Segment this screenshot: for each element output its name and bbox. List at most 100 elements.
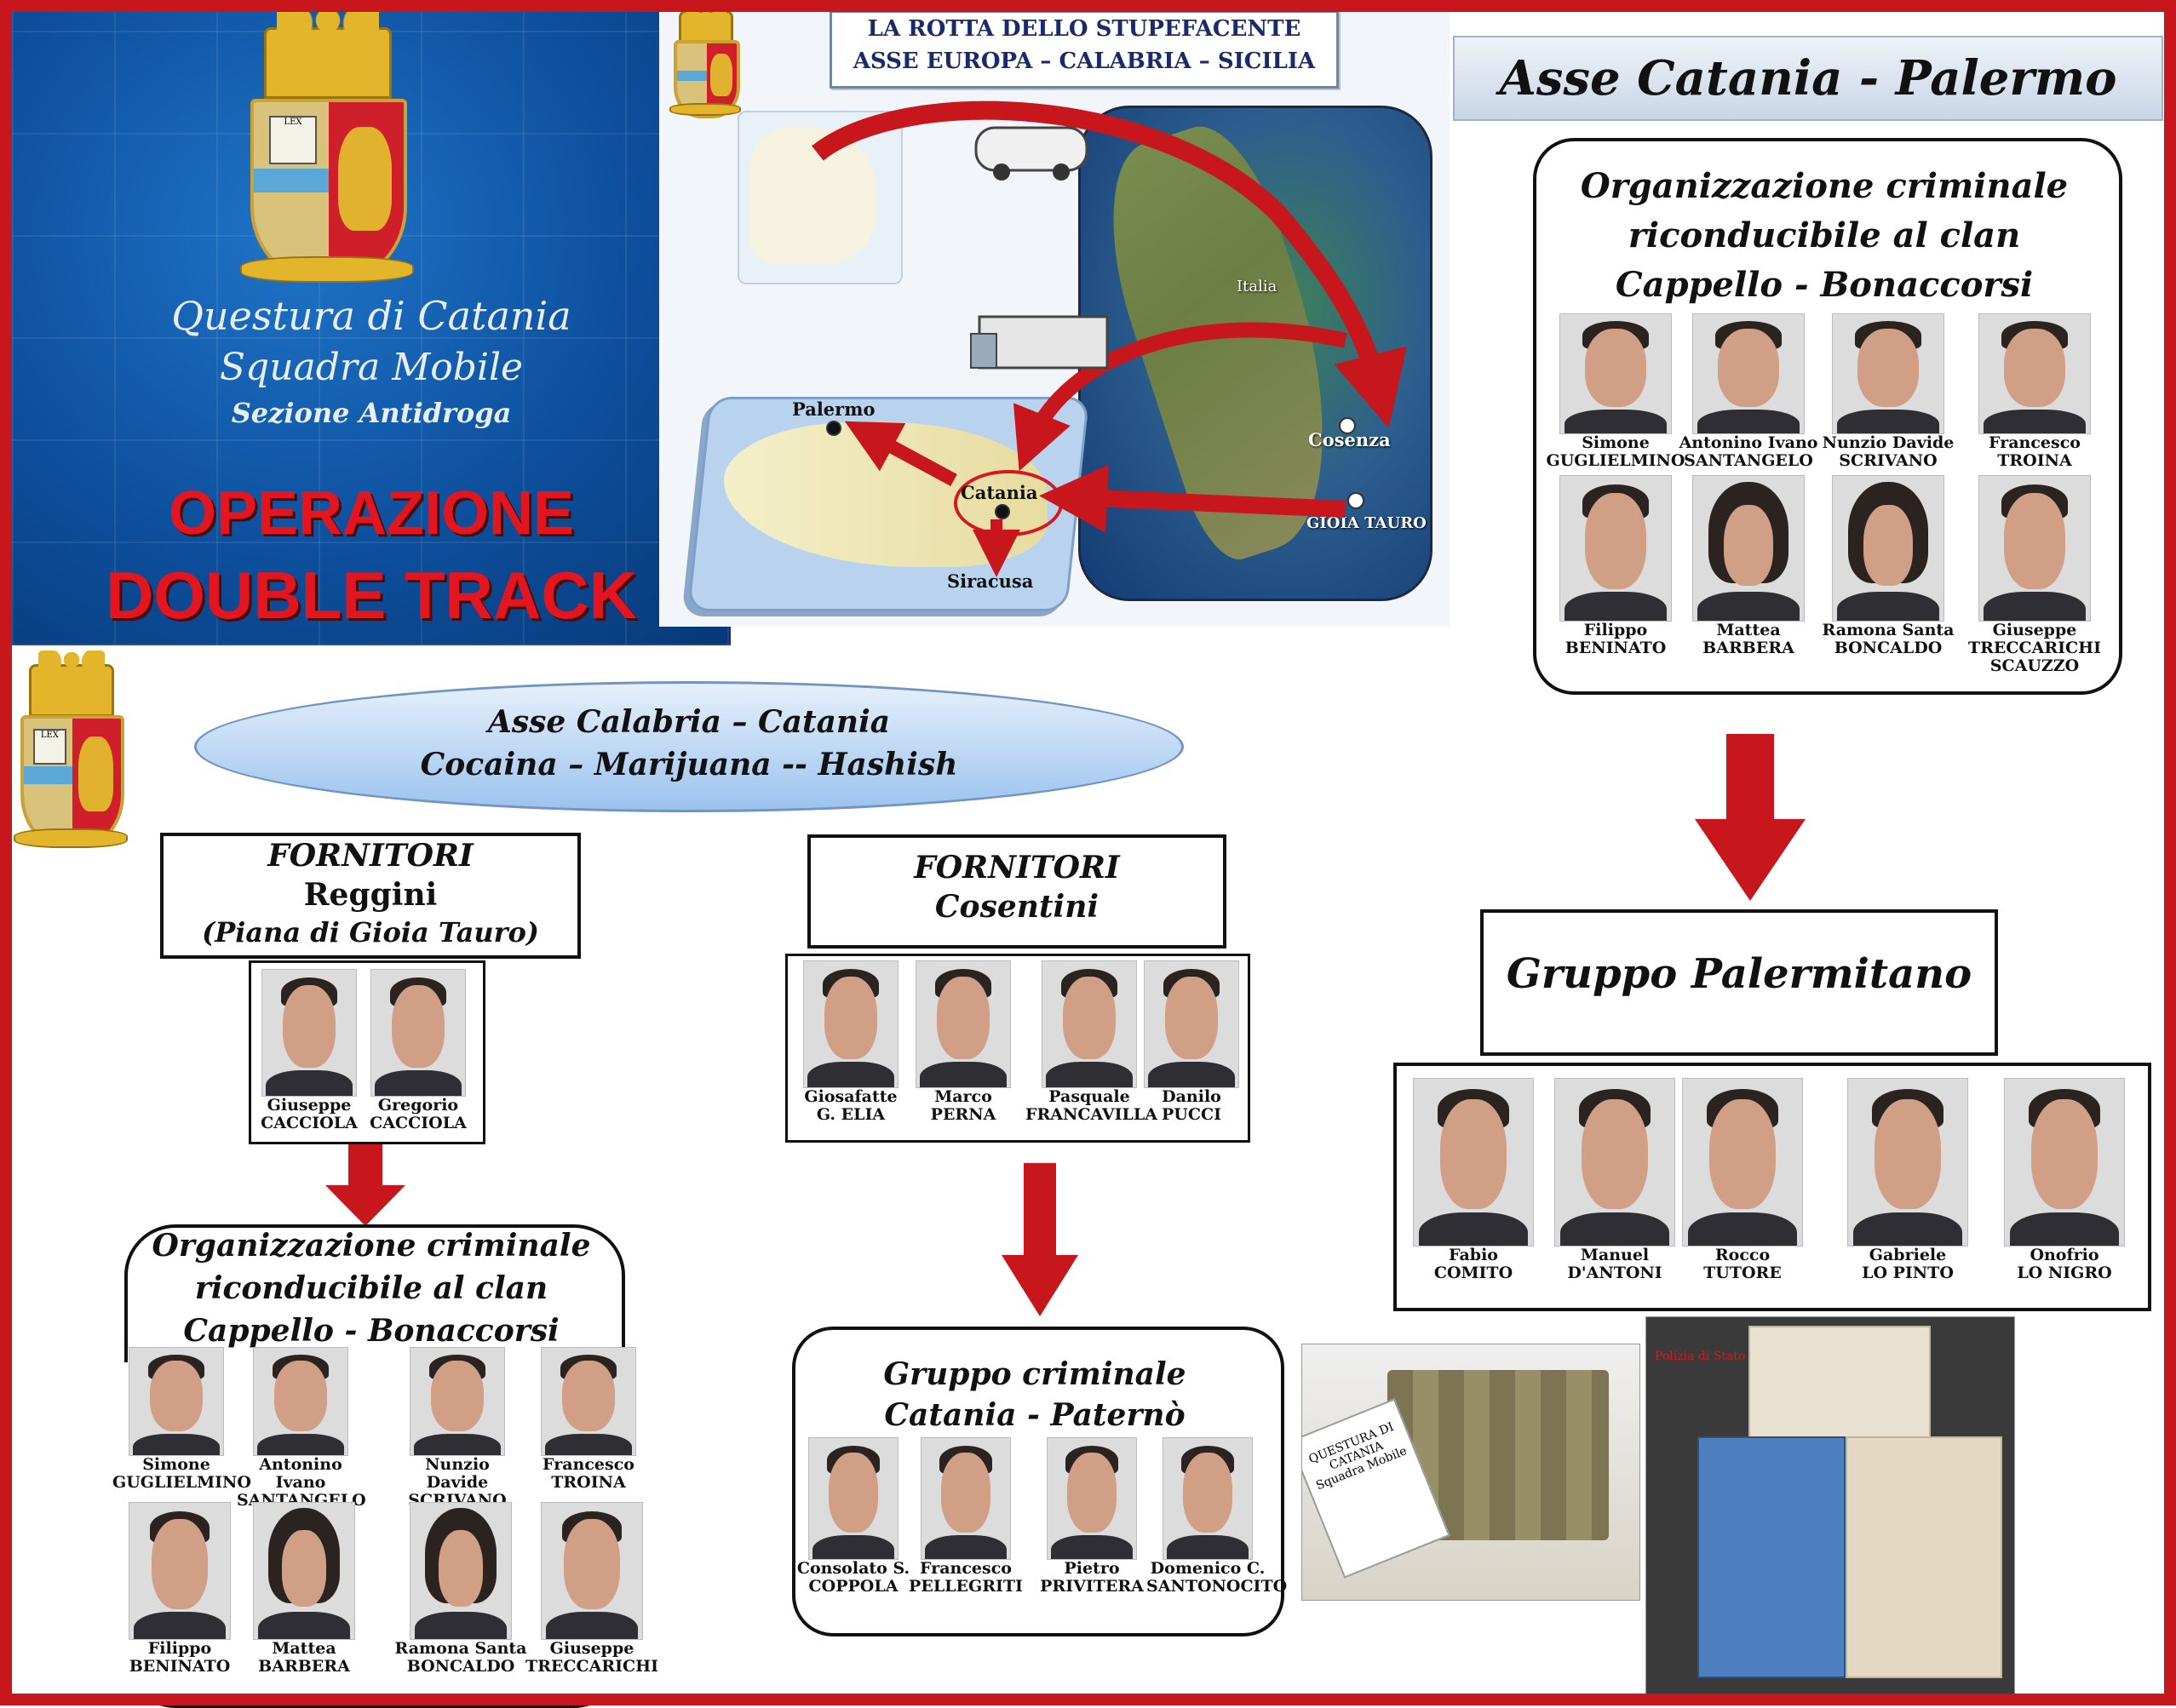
truck-icon [978,315,1109,370]
fornitori-reggini-box: FORNITORI Reggini (Piana di Gioia Tauro) [160,833,581,959]
mugshot-photo [1978,313,2091,434]
mugshot-photo [253,1502,355,1640]
mugshot-photo [1559,313,1672,434]
mugshot-photo [808,1437,899,1560]
mugshot-photo [803,960,899,1088]
mugshot-photo [1144,960,1239,1088]
polizia-emblem-small [669,3,741,119]
mugshot-photo [1978,475,2091,622]
mugshot-photo [1847,1078,1968,1247]
fornitori-cosentini-box: FORNITORI Cosentini [807,834,1226,949]
squadra-mobile: Squadra Mobile [219,346,524,389]
mugshot-photo [1047,1437,1137,1560]
down-arrow-middle [1002,1163,1078,1316]
label-cosenza: Cosenza [1308,429,1391,450]
asse-catania-palermo-banner: Asse Catania - Palermo [1453,36,2163,121]
mugshot-photo [2004,1078,2125,1247]
mugshot-photo [1559,475,1672,622]
label-catania: Catania [961,482,1038,503]
person-card: Consolato S.COPPOLA [792,1437,915,1596]
mugshot-photo [370,969,466,1097]
person-card: Domenico C.SANTONOCITO [1146,1437,1288,1596]
operation-line2: DOUBLE TRACK [106,558,637,633]
mugshot-photo [1692,313,1805,434]
seized-drugs-photo-1: QUESTURA DI CATANIA Squadra Mobile [1301,1344,1640,1601]
mugshot-photo [410,1347,505,1456]
mugshot-photo [1042,960,1137,1088]
mugshot-photo [1692,475,1805,622]
polizia-emblem-left: LEX [14,650,128,848]
mugshot-photo [916,960,1011,1088]
mugshot-photo [1832,313,1944,434]
mugshot-photo [410,1502,512,1640]
mugshot-photo [129,1347,224,1456]
gruppo-palermitano-box: Gruppo Palermitano [1480,909,1998,1056]
car-icon [974,126,1088,172]
mugshot-photo [1682,1078,1803,1247]
mugshot-photo [1832,475,1944,622]
operation-line1: OPERAZIONE [168,479,575,547]
asse-calabria-catania-ellipse: Asse Calabria – Catania Cocaina – Mariju… [194,681,1184,812]
person-name: Domenico C.SANTONOCITO [1146,1559,1288,1596]
down-arrow-left [325,1144,405,1226]
mugshot-photo [261,969,357,1097]
label-gioia-tauro: GIOIA TAURO [1306,514,1427,532]
mugshot-photo [921,1437,1011,1560]
mugshot-photo [1163,1437,1253,1560]
person-name: Consolato S.COPPOLA [796,1559,910,1596]
mugshot-photo [541,1502,643,1640]
sezione-antidroga: Sezione Antidroga [231,397,512,429]
mugshot-photo [1413,1078,1534,1247]
